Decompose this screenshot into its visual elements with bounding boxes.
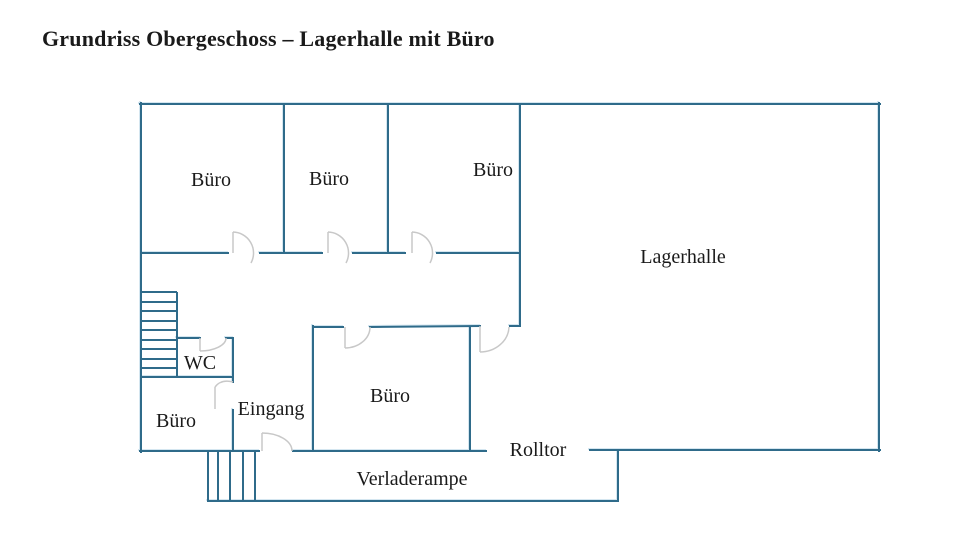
door-icon — [199, 337, 227, 352]
room-label-buero-top-left: Büro — [191, 169, 231, 191]
wall-buero-mid-top-b — [368, 324, 482, 329]
door-icon — [327, 231, 350, 264]
room-label-buero-bottom-left: Büro — [156, 410, 196, 432]
room-label-buero-top-right: Büro — [473, 159, 513, 181]
room-label-rolltor: Rolltor — [509, 439, 567, 461]
exterior-steps-icon — [207, 451, 256, 501]
room-label-eingang: Eingang — [237, 398, 305, 420]
page-title: Grundriss Obergeschoss – Lagerhalle mit … — [42, 26, 495, 51]
door-icon — [261, 432, 293, 452]
door-icon — [232, 231, 255, 264]
room-label-wc: WC — [183, 352, 217, 374]
room-label-buero-top-mid: Büro — [309, 168, 349, 190]
door-symbols — [199, 231, 510, 452]
door-icon — [411, 231, 434, 264]
door-icon — [214, 380, 234, 409]
room-label-verladerampe: Verladerampe — [356, 468, 468, 490]
door-icon — [344, 326, 371, 349]
room-label-lagerhalle: Lagerhalle — [640, 246, 726, 268]
staircase-icon — [141, 291, 178, 377]
room-label-buero-middle: Büro — [370, 385, 410, 407]
door-icon — [479, 326, 510, 353]
walls — [139, 102, 881, 502]
